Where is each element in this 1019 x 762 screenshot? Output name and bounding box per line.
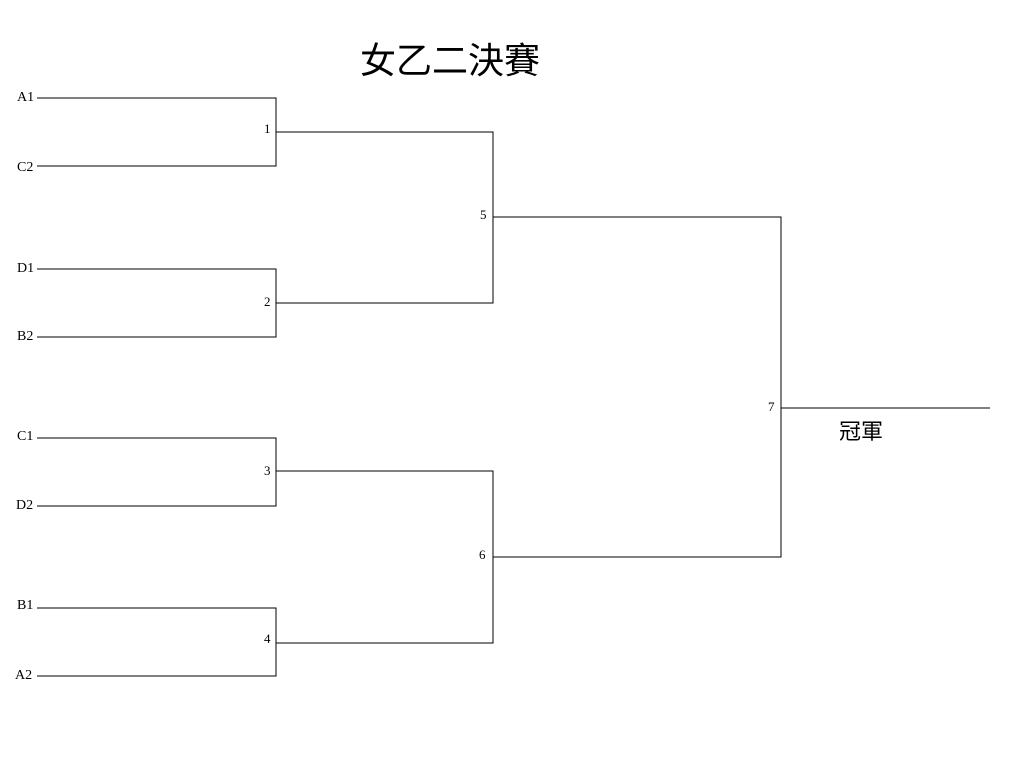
match-number-4: 4 (264, 631, 271, 646)
seed-label-a2: A2 (15, 668, 32, 683)
final-lines (493, 216, 990, 558)
seed-label-c2: C2 (17, 160, 33, 175)
match-1-bracket-line (37, 97, 277, 167)
round-2-lines (276, 131, 494, 644)
seed-label-a1: A1 (17, 90, 34, 105)
round-1-lines (37, 97, 277, 677)
match-2-bracket-line (37, 268, 277, 338)
match-numbers: 1 2 3 4 5 6 7 (264, 121, 775, 646)
match-3-bracket-line (37, 437, 277, 507)
match-number-3: 3 (264, 463, 271, 478)
match-number-6: 6 (479, 547, 486, 562)
match-4-bracket-line (37, 607, 277, 677)
match-7-bracket-line (493, 216, 782, 558)
match-6-bracket-line (276, 470, 494, 644)
seed-label-d2: D2 (16, 498, 33, 513)
match-number-1: 1 (264, 121, 271, 136)
seed-label-b1: B1 (17, 598, 33, 613)
seed-label-c1: C1 (17, 429, 33, 444)
seed-label-d1: D1 (17, 261, 34, 276)
bracket-title: 女乙二決賽 (360, 41, 540, 82)
match-5-bracket-line (276, 131, 494, 304)
seed-label-b2: B2 (17, 329, 33, 344)
match-number-5: 5 (480, 207, 487, 222)
match-number-2: 2 (264, 294, 271, 309)
seed-labels: A1 C2 D1 B2 C1 D2 B1 A2 (15, 90, 34, 683)
champion-label: 冠軍 (839, 420, 883, 445)
match-number-7: 7 (768, 399, 775, 414)
